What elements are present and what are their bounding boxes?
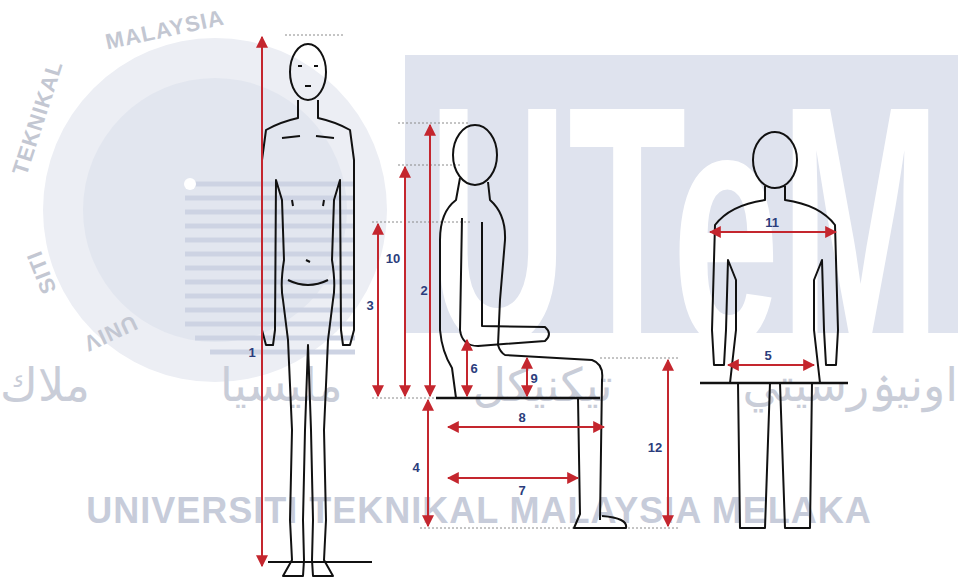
guide-line: [600, 358, 680, 359]
callout-number: 2: [420, 283, 427, 298]
watermark-text: UNIVERSITI TEKNIKAL MALAYSIA MELAKA: [0, 490, 958, 532]
chest-marks: [292, 200, 324, 206]
dimension-arrow: [261, 37, 263, 566]
dimension-arrow: [427, 400, 429, 526]
stripe: [185, 224, 355, 229]
dimension-arrow: [377, 224, 379, 396]
stripe: [185, 294, 355, 299]
head: [290, 44, 326, 100]
dimension-arrow: [728, 364, 814, 366]
stripe: [185, 280, 355, 285]
callout-number: 6: [470, 361, 477, 376]
stripe: [185, 196, 355, 201]
callout-number: 1: [248, 345, 255, 360]
dimension-arrow: [466, 340, 468, 396]
stripe: [185, 308, 355, 313]
guide-line: [285, 35, 345, 36]
dimension-arrow: [526, 358, 528, 396]
stripe: [210, 350, 355, 355]
stripe: [185, 238, 355, 243]
callout-number: 9: [530, 371, 537, 386]
floor-line: [268, 561, 372, 563]
logo-dot: [184, 178, 196, 190]
dimension-arrow: [710, 231, 836, 233]
stripe: [185, 252, 355, 257]
navel-hip: [288, 260, 328, 285]
dimension-arrow: [667, 360, 669, 526]
callout-number: 12: [648, 440, 662, 455]
callout-number: 5: [764, 348, 771, 363]
callout-number: 10: [386, 251, 400, 266]
watermark-text: اونيۏرسيتي تيكنيكل مليسيا ملاك: [0, 358, 958, 412]
logo-ring: [43, 38, 387, 382]
callout-number: 3: [366, 298, 373, 313]
seat-line: [700, 382, 848, 385]
callout-number: 8: [518, 410, 525, 425]
stripe: [185, 210, 355, 215]
dimension-arrow: [404, 167, 406, 396]
callout-number: 7: [518, 483, 525, 498]
guide-line: [398, 123, 470, 124]
callout-number: 11: [765, 215, 779, 230]
stripe: [185, 266, 355, 271]
collarbones: [282, 136, 334, 138]
dimension-arrow: [448, 477, 578, 479]
dimension-arrow: [448, 426, 604, 428]
face: [298, 66, 318, 86]
dimension-arrow: [429, 125, 431, 396]
callout-number: 4: [412, 460, 419, 475]
seat-line: [436, 397, 600, 400]
